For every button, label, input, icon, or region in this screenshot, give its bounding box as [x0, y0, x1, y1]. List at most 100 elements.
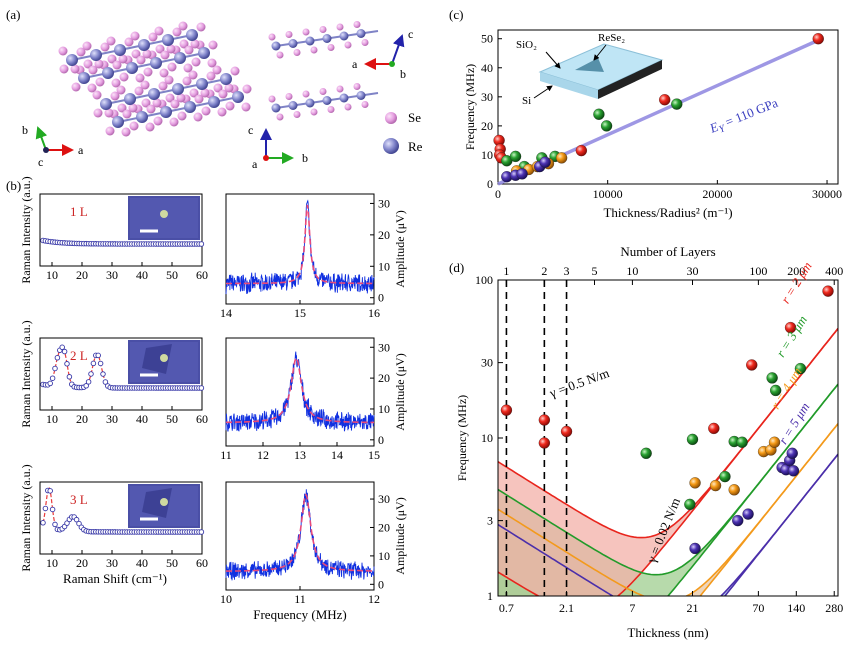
y-tick-label: 30: [481, 356, 493, 370]
laser-spot: [160, 210, 168, 218]
se-atom: [276, 51, 284, 59]
top-tick-label: 100: [749, 264, 767, 278]
axes-triad-right-top: c a b: [352, 27, 413, 81]
x-tick-label: 40: [136, 412, 148, 426]
data-point: [784, 321, 797, 334]
laser-spot: [160, 354, 168, 362]
raman-point: [54, 355, 61, 361]
data-point: [640, 447, 652, 459]
fit-label-rest: = 110 GPa: [720, 95, 780, 131]
fit-label: EY = 110 GPa: [707, 95, 782, 139]
panel-label-a: (a): [6, 7, 20, 22]
plot-area: [498, 280, 838, 596]
se-atom: [92, 90, 102, 100]
data-point: [671, 98, 683, 110]
se-atom: [135, 73, 145, 83]
panel-label-b: (b): [6, 178, 21, 193]
se-atom: [117, 103, 127, 113]
se-atom: [268, 95, 276, 103]
x-tick-label: 40: [136, 556, 148, 570]
x-tick-label: 10: [46, 268, 58, 282]
y-tick-label: 30: [378, 196, 390, 210]
re-atom: [162, 34, 174, 46]
axis-label-b: b: [22, 123, 28, 137]
x-tick-label: 60: [196, 412, 208, 426]
x-tick-label: 0.7: [499, 601, 514, 615]
panel-label-d: (d): [449, 260, 464, 275]
se-atom: [302, 90, 310, 98]
se-atom: [58, 46, 68, 56]
y-tick-label: 10: [378, 402, 390, 416]
raman-point: [73, 516, 80, 523]
re-atom: [271, 103, 281, 113]
re-atom: [160, 106, 172, 118]
se-atom: [188, 70, 198, 80]
raman-point: [66, 374, 73, 380]
se-atom: [87, 83, 97, 93]
y-tick-label: 0: [487, 177, 493, 191]
top-tick-label: 2: [541, 264, 547, 278]
raman-point: [49, 506, 56, 513]
flake: [142, 344, 172, 374]
data-point: [719, 470, 731, 483]
plot-frame: [39, 481, 203, 555]
x-axis-label: Thickness (nm): [627, 625, 708, 640]
raman-point: [64, 361, 70, 367]
axis-label-b3: b: [302, 151, 308, 165]
x-tick-label: 30: [106, 556, 118, 570]
y-tick-label: 20: [378, 228, 390, 242]
se-atom: [336, 23, 344, 31]
se-atom: [169, 117, 179, 127]
data-point: [539, 156, 551, 168]
se-atom: [111, 78, 121, 88]
y-tick-label: 40: [481, 61, 493, 75]
raman-point: [47, 380, 53, 387]
se-atom: [158, 81, 168, 91]
sio2-side: [540, 72, 598, 99]
top-tick-label: 30: [687, 264, 699, 278]
crystal-structure: a b c c a b c a b Se Re: [22, 21, 423, 171]
data-point: [575, 144, 588, 157]
data-point: [728, 484, 740, 496]
x-tick-label: 7: [629, 601, 635, 615]
se-atom: [218, 89, 228, 99]
se-atom: [206, 71, 216, 81]
re-atom: [322, 34, 332, 43]
se-atom: [196, 22, 206, 32]
x-tick-label: 10: [220, 592, 232, 606]
se-atom: [134, 86, 144, 96]
layer-label: 3 L: [70, 492, 88, 507]
re-atom: [339, 31, 349, 41]
plot-frame: [39, 337, 203, 411]
se-atom: [121, 127, 131, 137]
se-atom: [155, 44, 165, 54]
fit-label-sub: Y: [718, 123, 729, 136]
lorentzian-fit: [226, 356, 374, 424]
se-atom: [310, 108, 318, 116]
raman-point: [198, 529, 205, 535]
x-tick-label: 15: [368, 448, 380, 462]
x-tick-label: 60: [196, 268, 208, 282]
resonance-data: [225, 489, 375, 581]
model-curve-r5: [723, 453, 838, 596]
se-atom: [130, 31, 140, 41]
lorentzian-fit: [226, 493, 375, 572]
band-r2: [498, 328, 838, 596]
raman-point: [40, 520, 46, 526]
se-atom: [82, 41, 92, 51]
atom-legend: Se Re: [383, 110, 423, 154]
se-atom: [172, 27, 182, 37]
se-atom: [124, 37, 134, 47]
y-tick-label: 100: [475, 273, 493, 287]
lattice-side-view-1: [268, 21, 379, 59]
re-atom: [148, 88, 160, 100]
re-atom: [112, 116, 124, 128]
x-axis-label: Raman Shift (cm⁻¹): [63, 571, 167, 586]
axis-label-a: a: [78, 143, 84, 157]
se-atom: [104, 108, 114, 118]
se-atom: [213, 83, 223, 93]
re-atom: [186, 29, 198, 41]
legend-se: Se: [408, 110, 421, 125]
